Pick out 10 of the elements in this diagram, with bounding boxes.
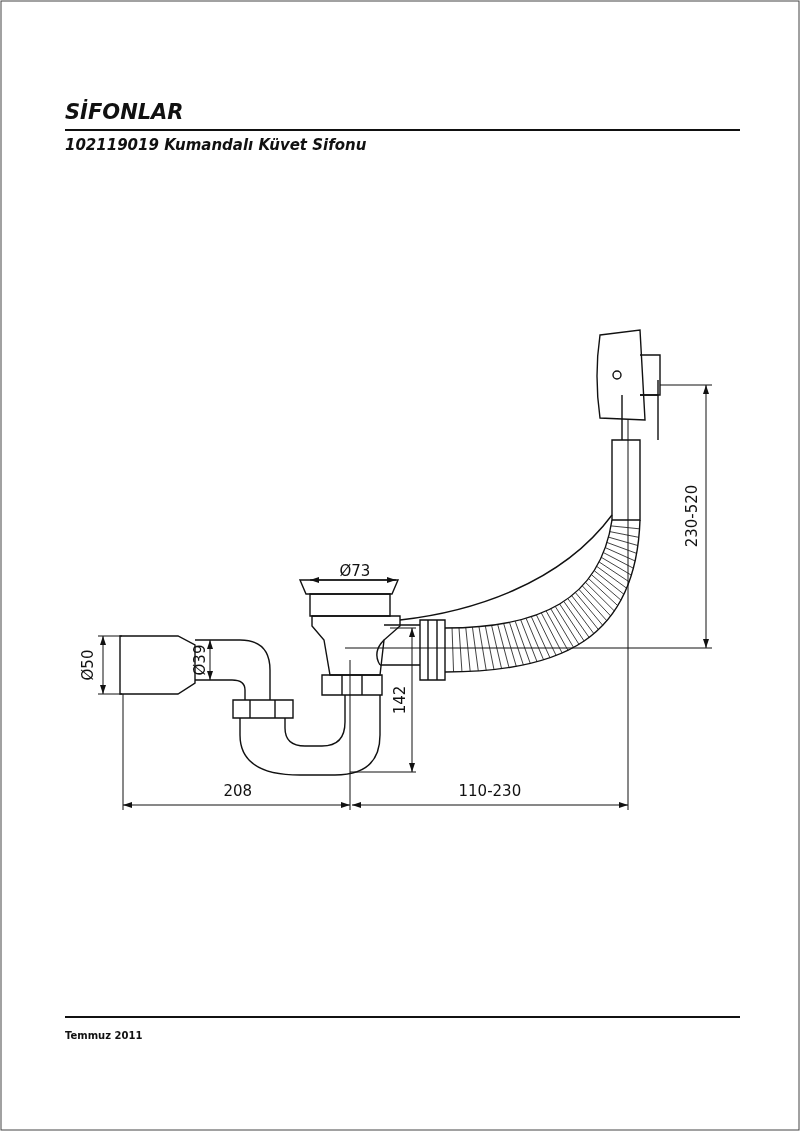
title: SİFONLAR [65, 100, 184, 124]
date-note: Temmuz 2011 [65, 1030, 143, 1041]
subtitle: 102119019 Kumandalı Küvet Sifonu [65, 136, 367, 154]
dimension-value: Ø73 [339, 563, 371, 579]
dimension-value: 208 [223, 783, 253, 799]
dimension-value: 142 [391, 685, 408, 715]
dimension-value: 110-230 [458, 783, 522, 799]
dimension-value: Ø39 [191, 644, 208, 676]
dimension-value: 230-520 [683, 484, 700, 548]
dimension-value: Ø50 [79, 649, 96, 681]
